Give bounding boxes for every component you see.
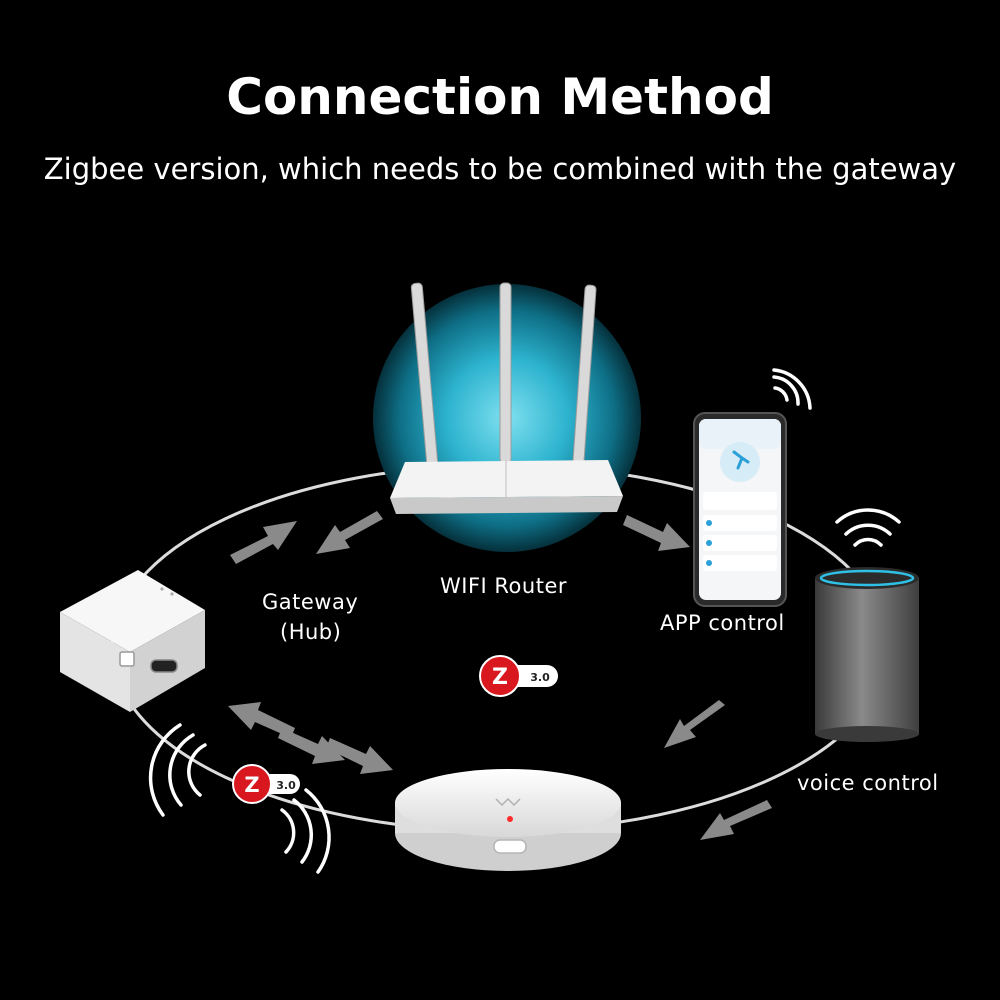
arrow-gateway-sensor-1 <box>278 728 345 764</box>
gateway-label-line1: Gateway <box>262 590 359 614</box>
page-subtitle: Zigbee version, which needs to be combin… <box>43 152 957 186</box>
gateway-hub-icon <box>60 570 205 712</box>
smartphone-icon <box>693 412 787 607</box>
arrow-gateway-sensor-2 <box>228 702 295 738</box>
arrow-speaker-to-sensor-2 <box>700 800 772 840</box>
zigbee-sensor-icon <box>395 769 621 871</box>
arrow-router-to-gateway-1 <box>230 521 297 564</box>
arrow-speaker-to-sensor-1 <box>664 700 725 748</box>
voice-control-label: voice control <box>797 771 939 795</box>
wifi-router-icon <box>390 460 623 514</box>
signal-waves-speaker-icon <box>835 508 901 547</box>
zigbee-badge-left-icon: Z 3.0 <box>232 764 300 804</box>
signal-waves-bottom-icon <box>280 788 331 874</box>
arrow-router-to-gateway-2 <box>316 511 383 554</box>
smart-speaker-icon <box>815 567 919 742</box>
zigbee-letter: Z <box>492 665 508 690</box>
router-label: WIFI Router <box>440 574 567 598</box>
signal-waves-phone-icon <box>772 368 812 410</box>
app-control-label: APP control <box>660 611 785 635</box>
arrow-gateway-sensor-3 <box>326 738 393 774</box>
arrows <box>228 511 772 840</box>
zigbee-version: 3.0 <box>530 671 550 684</box>
arrow-router-to-app <box>623 515 690 551</box>
zigbee-version: 3.0 <box>276 779 296 792</box>
zigbee-letter: Z <box>244 773 259 797</box>
zigbee-badge-center-icon: Z 3.0 <box>479 655 558 697</box>
signal-waves-left-icon <box>148 723 207 817</box>
gateway-label-line2: (Hub) <box>280 620 342 644</box>
page-title: Connection Method <box>226 68 774 126</box>
